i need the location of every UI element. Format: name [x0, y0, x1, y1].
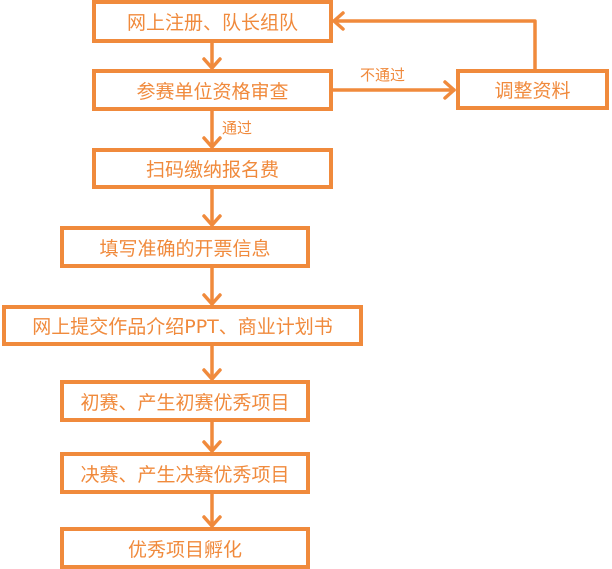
step-invoice: 填写准确的开票信息: [60, 226, 310, 268]
step-label: 决赛、产生决赛优秀项目: [80, 463, 290, 486]
arrow-submit-to-prelim: [202, 344, 222, 381]
step-label: 扫码缴纳报名费: [145, 159, 279, 181]
step-label: 参赛单位资格审查: [136, 80, 289, 103]
arrow-adjust-to-register: [332, 11, 537, 72]
step-label: 网上提交作品介绍PPT、商业计划书: [32, 316, 333, 338]
step-label: 初赛、产生初赛优秀项目: [80, 391, 290, 414]
step-adjust: 调整资料: [456, 69, 609, 110]
step-submit: 网上提交作品介绍PPT、商业计划书: [2, 305, 363, 346]
step-incubate: 优秀项目孵化: [60, 527, 310, 569]
edge-label-pass: 通过: [222, 119, 253, 137]
arrow-invoice-to-submit: [202, 266, 222, 306]
step-review: 参赛单位资格审查: [92, 69, 333, 111]
step-register: 网上注册、队长组队: [92, 0, 333, 43]
step-pay: 扫码缴纳报名费: [92, 148, 333, 189]
arrow-final-to-incubate: [202, 492, 222, 528]
step-label: 网上注册、队长组队: [126, 12, 298, 34]
arrow-register-to-review: [202, 40, 222, 70]
arrow-prelim-to-final: [202, 420, 222, 453]
arrow-review-to-adjust: [330, 80, 456, 100]
arrow-pay-to-invoice: [202, 187, 222, 227]
step-label: 填写准确的开票信息: [99, 237, 271, 260]
step-label: 调整资料: [494, 80, 571, 102]
arrow-review-to-pay: [202, 108, 222, 149]
step-label: 优秀项目孵化: [127, 538, 242, 561]
step-final: 决赛、产生决赛优秀项目: [60, 452, 310, 494]
edge-label-fail: 不通过: [360, 66, 406, 84]
step-prelim: 初赛、产生初赛优秀项目: [60, 380, 310, 422]
